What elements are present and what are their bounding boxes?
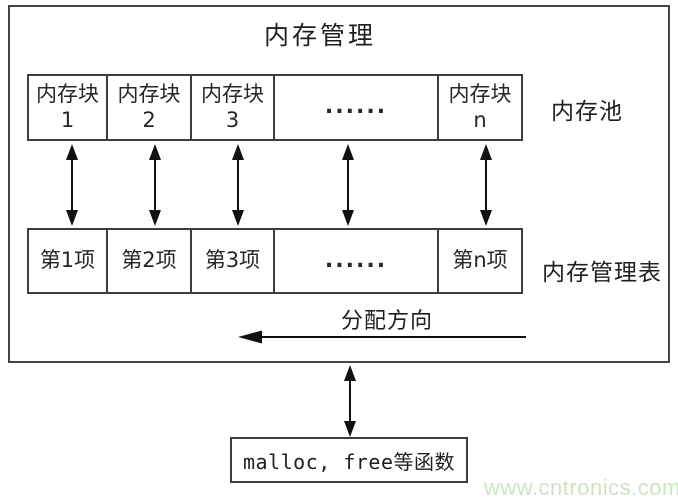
memory-block-ellipsis-cell: ...... — [273, 74, 439, 141]
watermark-text: www.cntronics.com — [484, 475, 678, 500]
memory-block-index: 1 — [60, 107, 75, 132]
table-item-ellipsis-cell: ...... — [273, 228, 439, 294]
memory-management-outer-box — [8, 5, 670, 363]
diagram-title: 内存管理 — [263, 21, 376, 50]
memory-block-index: n — [473, 107, 487, 132]
memory-block-label: 内存块 — [201, 82, 264, 107]
left-arrow-icon — [238, 329, 526, 345]
memory-block-cell-1: 内存块 1 — [27, 74, 108, 141]
memory-pool-label: 内存池 — [551, 99, 623, 125]
double-arrow-icon — [342, 365, 358, 437]
double-arrow-icon — [230, 144, 246, 226]
memory-block-index: 3 — [225, 107, 240, 132]
table-item-cell-2: 第2项 — [106, 228, 192, 294]
table-item-cell-1: 第1项 — [27, 228, 108, 294]
double-arrow-icon — [147, 144, 163, 226]
memory-block-label: 内存块 — [36, 82, 99, 107]
table-item-cell-n: 第n项 — [437, 228, 523, 294]
table-item-cell-3: 第3项 — [190, 228, 275, 294]
memory-block-cell-n: 内存块 n — [437, 74, 523, 141]
memory-table-label: 内存管理表 — [542, 260, 662, 286]
double-arrow-icon — [478, 144, 494, 226]
function-box: malloc, free等函数 — [230, 437, 468, 483]
memory-block-cell-2: 内存块 2 — [106, 74, 192, 141]
double-arrow-icon — [340, 144, 356, 226]
double-arrow-icon — [64, 144, 80, 226]
allocation-direction-label: 分配方向 — [340, 309, 433, 334]
ellipsis-text: ...... — [324, 94, 388, 120]
memory-block-index: 2 — [142, 107, 156, 132]
memory-block-label: 内存块 — [117, 82, 181, 107]
memory-table-row: 第1项 第2项 第3项 ...... 第n项 — [27, 228, 523, 294]
memory-block-label: 内存块 — [448, 82, 512, 107]
memory-block-cell-3: 内存块 3 — [190, 74, 275, 141]
memory-pool-row: 内存块 1 内存块 2 内存块 3 ...... 内存块 n — [27, 74, 523, 141]
